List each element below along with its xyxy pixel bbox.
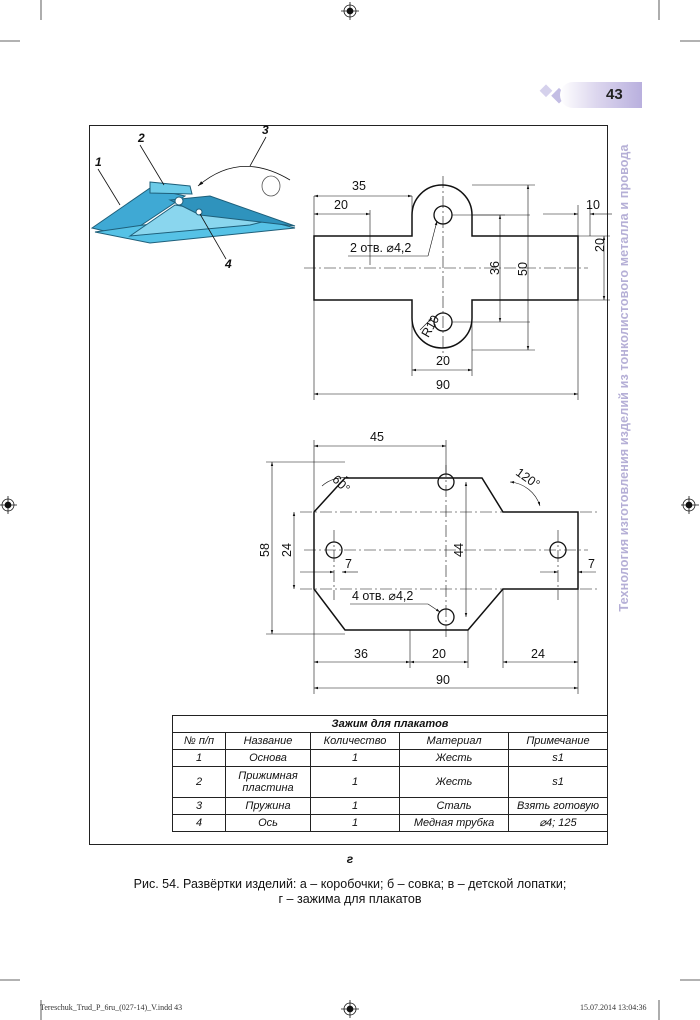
footer-date: 15.07.2014 13:04:36 (580, 1003, 647, 1012)
bottom-pattern-drawing: 45 58 24 44 7 7 36 20 24 90 60° 120° 4 о… (258, 430, 600, 694)
dim-50: 50 (516, 262, 530, 276)
cell: Ось (225, 814, 311, 832)
cell: 3 (172, 797, 226, 815)
figure-caption-line2: г – зажима для плакатов (278, 892, 422, 906)
dim-24-bottom: 24 (531, 647, 545, 661)
cell: Пружина (225, 797, 311, 815)
dim-10: 10 (586, 198, 600, 212)
cell: Прижимная пластина (225, 766, 311, 798)
col-header: Материал (399, 732, 509, 750)
footer-file: Tereschuk_Trud_P_6ru_(027-14)_V.indd 43 (40, 1003, 183, 1012)
angle-120: 120° (513, 465, 542, 491)
dim-20-top: 20 (334, 198, 348, 212)
cell: Основа (225, 749, 311, 767)
dim-7-left: 7 (345, 557, 352, 571)
dim-24-left: 24 (280, 543, 294, 557)
table-row: 4 Ось 1 Медная трубка ⌀4; 125 (172, 814, 608, 832)
dim-7-right: 7 (588, 557, 595, 571)
dim-45: 45 (370, 430, 384, 444)
figure-sub-letter: г (346, 852, 354, 866)
figure-frame (89, 125, 608, 845)
cell: Взять готовую (508, 797, 608, 815)
spec-table: Зажим для плакатов № п/п Название Количе… (172, 715, 608, 832)
callout-2: 2 (137, 131, 145, 145)
dim-58: 58 (258, 543, 272, 557)
cell: 1 (172, 749, 226, 767)
cell: s1 (508, 766, 608, 798)
dim-90-bottom: 90 (436, 673, 450, 687)
table-row: 1 Основа 1 Жесть s1 (172, 749, 608, 767)
hole-note-top: 2 отв. ⌀4,2 (350, 241, 411, 255)
dim-35: 35 (352, 179, 366, 193)
clip-illustration: 1 2 3 4 (90, 123, 296, 271)
table-row: 3 Пружина 1 Сталь Взять готовую (172, 797, 608, 815)
col-header: Примечание (508, 732, 608, 750)
cell: 1 (310, 766, 400, 798)
col-header: Количество (310, 732, 400, 750)
cell: Жесть (399, 766, 509, 798)
col-header: № п/п (172, 732, 226, 750)
page-number-badge (560, 82, 642, 108)
cell: 2 (172, 766, 226, 798)
table-title: Зажим для плакатов (172, 715, 608, 733)
cell: 4 (172, 814, 226, 832)
table-row: 2 Прижимная пластина 1 Жесть s1 (172, 766, 608, 798)
top-pattern-drawing: 35 20 10 20 36 50 20 90 2 отв. ⌀4,2 R10 (304, 176, 612, 400)
dim-36: 36 (354, 647, 368, 661)
cell: 1 (310, 814, 400, 832)
callout-3: 3 (262, 123, 269, 137)
hole-note-bottom: 4 отв. ⌀4,2 (352, 589, 413, 603)
table-header-row: № п/п Название Количество Материал Приме… (172, 732, 608, 750)
cell: Медная трубка (399, 814, 509, 832)
cell: Жесть (399, 749, 509, 767)
callout-4: 4 (224, 257, 232, 271)
dim-20-right: 20 (593, 238, 607, 252)
cell: Сталь (399, 797, 509, 815)
dim-20-bottom: 20 (436, 354, 450, 368)
dim-36: 36 (488, 261, 502, 275)
page-number: 43 (606, 86, 623, 103)
technical-drawing: 1 2 3 4 (90, 123, 612, 694)
dim-20-bottom: 20 (432, 647, 446, 661)
callout-1: 1 (95, 155, 102, 169)
cell: 1 (310, 749, 400, 767)
cell: 1 (310, 797, 400, 815)
dim-90-top: 90 (436, 378, 450, 392)
radius-note: R10 (419, 313, 443, 340)
cell: ⌀4; 125 (508, 814, 608, 832)
col-header: Название (225, 732, 311, 750)
figure-caption-line1: Рис. 54. Развёртки изделий: а – коробочк… (133, 877, 567, 891)
cell: s1 (508, 749, 608, 767)
dim-44: 44 (452, 543, 466, 557)
